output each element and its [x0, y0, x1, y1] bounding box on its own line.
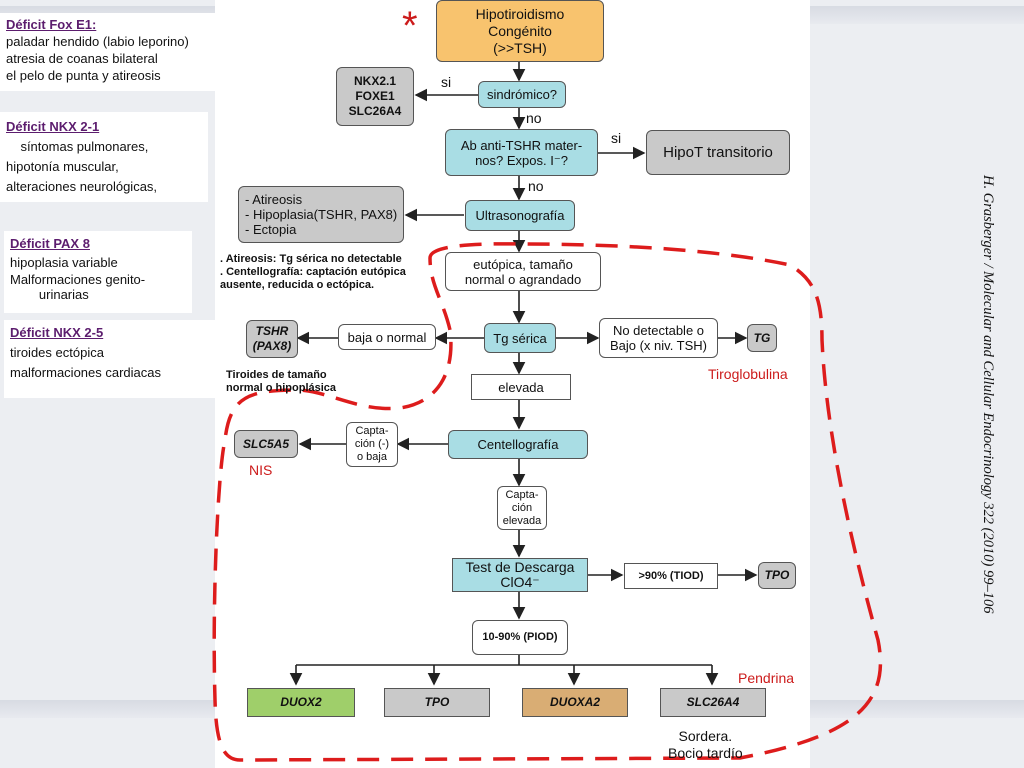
- label-si: si: [611, 130, 622, 146]
- nodetect-box: No detectable o Bajo (x niv. TSH): [599, 318, 718, 358]
- captacion-neg-box: Capta- ción (-) o baja: [346, 422, 398, 467]
- note-line: Sordera.: [678, 728, 733, 744]
- ab-box: Ab anti-TSHR mater- nos? Expos. I⁻?: [445, 129, 598, 176]
- eutopica-box: eutópica, tamaño normal o agrandado: [445, 252, 601, 291]
- duoxa2-box: DUOXA2: [522, 688, 628, 717]
- note-line: hipotonía muscular,: [6, 159, 119, 174]
- note-line: normal o hipoplásica: [226, 382, 337, 394]
- note-line: urinarias: [10, 287, 89, 302]
- note-line: ausente, reducida o ectópica.: [220, 279, 375, 291]
- ultra-box: Ultrasonografía: [465, 200, 575, 231]
- note-line: Bocio tardío: [668, 745, 743, 761]
- note-line: síntomas pulmonares,: [6, 139, 149, 154]
- label-no: no: [526, 110, 542, 126]
- note-line: . Atireosis: Tg sérica no detectable: [220, 253, 402, 265]
- note-line: tiroides ectópica: [10, 345, 104, 360]
- tg-box: Tg sérica: [484, 323, 556, 353]
- tg-gene-box: TG: [747, 324, 777, 352]
- sindromico-box: sindrómico?: [478, 81, 566, 108]
- tpo-box-2: TPO: [384, 688, 490, 717]
- tiod-box: >90% (TIOD): [624, 563, 718, 589]
- centello-box: Centellografía: [448, 430, 588, 459]
- label-no: no: [528, 178, 544, 194]
- note-line: alteraciones neurológicas,: [6, 179, 158, 194]
- label-nis: NIS: [249, 462, 273, 478]
- genes-sindromicos-box: NKX2.1 FOXE1 SLC26A4: [336, 67, 414, 126]
- citation: H. Grasberger / Molecular and Cellular E…: [980, 175, 996, 614]
- note-nkx25: Déficit NKX 2-5 tiroides ectópica malfor…: [4, 320, 218, 398]
- slc26a4-box: SLC26A4: [660, 688, 766, 717]
- tiroides-note: Tiroides de tamaño normal o hipoplásica: [226, 369, 336, 395]
- note-line: hipoplasia variable: [10, 255, 118, 270]
- note-line: paladar hendido (labio leporino): [6, 34, 189, 49]
- note-line: Tiroides de tamaño: [226, 369, 327, 381]
- note-pax8: Déficit PAX 8 hipoplasia variable Malfor…: [4, 231, 192, 313]
- label-si: si: [441, 74, 452, 90]
- duox2-box: DUOX2: [247, 688, 355, 717]
- note-foxe1: Déficit Fox E1: paladar hendido (labio l…: [0, 13, 262, 91]
- red-dashed-boundary: [212, 242, 883, 762]
- baja-box: baja o normal: [338, 324, 436, 350]
- tpo-box: TPO: [758, 562, 796, 589]
- captacion-elev-box: Capta- ción elevada: [497, 486, 547, 530]
- asterisk: *: [402, 4, 418, 48]
- label-pendrina: Pendrina: [738, 670, 795, 686]
- test-box: Test de Descarga ClO4⁻: [452, 558, 588, 592]
- start-box: Hipotiroidismo Congénito (>>TSH): [436, 0, 604, 62]
- piod-box: 10-90% (PIOD): [472, 620, 568, 655]
- note-line: atresia de coanas bilateral: [6, 51, 158, 66]
- note-line: malformaciones cardiacas: [10, 365, 162, 380]
- slc5a5-box: SLC5A5: [234, 430, 298, 458]
- elevada-box: elevada: [471, 374, 571, 400]
- sordera-label: Sordera. Bocio tardío: [668, 728, 743, 762]
- hipot-box: HipoT transitorio: [646, 130, 790, 175]
- note-line: el pelo de punta y atireosis: [6, 68, 161, 83]
- label-tiroglobulina: Tiroglobulina: [708, 366, 788, 382]
- atireosis-note: . Atireosis: Tg sérica no detectable . C…: [220, 253, 406, 292]
- note-nkx21: Déficit NKX 2-1 síntomas pulmonares, hip…: [0, 112, 208, 202]
- note-line: . Centellografía: captación eutópica: [220, 266, 406, 278]
- tshr-box: TSHR (PAX8): [246, 320, 298, 358]
- atireosis-box: - Atireosis - Hipoplasia(TSHR, PAX8) - E…: [238, 186, 404, 243]
- note-line: Malformaciones genito-: [10, 272, 146, 287]
